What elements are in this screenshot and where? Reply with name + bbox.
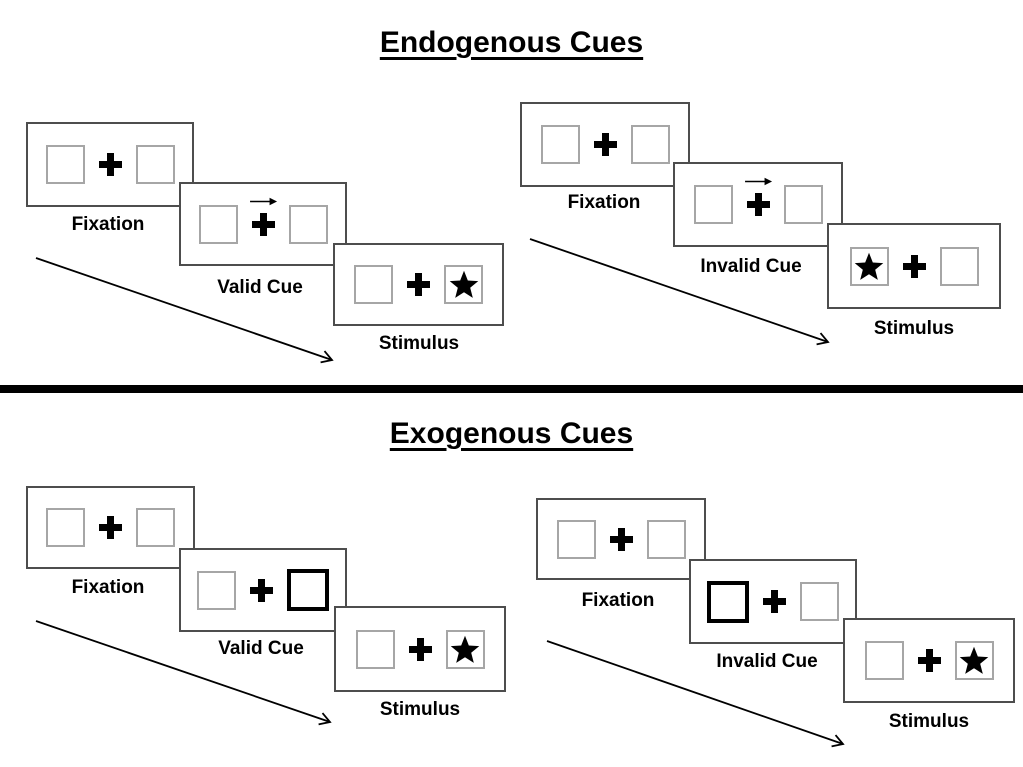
panel-fixation — [520, 102, 690, 187]
placeholder-square-right — [646, 519, 686, 559]
fixation-cross-icon — [746, 193, 770, 216]
placeholder-square-right — [136, 508, 175, 547]
section-title-endogenous: Endogenous Cues — [379, 26, 644, 59]
fixation-cross-icon — [407, 273, 430, 296]
placeholder-square-left — [46, 508, 85, 547]
timeline-arrow — [35, 257, 334, 364]
fixation-cross-icon — [408, 637, 432, 661]
panel-fixation — [26, 486, 195, 569]
panel-label: Stimulus — [379, 699, 461, 720]
placeholder-square-right — [783, 185, 823, 224]
fixation-cross-icon — [98, 153, 122, 176]
target-square-right — [954, 641, 994, 680]
panel-label: Invalid Cue — [716, 651, 818, 672]
panel-invalid-cue — [673, 162, 843, 247]
fixation-cross-icon — [917, 649, 941, 672]
panel-label: Fixation — [71, 577, 145, 598]
target-square-right — [444, 265, 483, 304]
fixation-cross-icon — [99, 516, 122, 539]
fixation-cross-icon — [251, 212, 275, 236]
cue-arrow-icon — [250, 197, 278, 205]
panel-label: Invalid Cue — [700, 256, 802, 277]
timeline-arrow — [546, 640, 845, 748]
placeholder-square-right — [135, 145, 175, 184]
panel-stimulus — [333, 243, 504, 326]
placeholder-square-right — [288, 204, 328, 244]
panel-label: Valid Cue — [217, 277, 303, 298]
placeholder-square-left — [864, 641, 904, 680]
star-icon — [959, 646, 989, 674]
placeholder-square-right — [630, 125, 670, 164]
placeholder-square-right — [800, 582, 839, 621]
panel-label: Stimulus — [888, 711, 970, 732]
panel-label: Stimulus — [378, 333, 460, 354]
panel-stimulus — [827, 223, 1001, 309]
placeholder-square-left — [198, 204, 238, 244]
panel-valid-cue — [179, 182, 347, 266]
placeholder-square-left — [45, 145, 85, 184]
placeholder-square-left — [693, 185, 733, 224]
fixation-cross-icon — [593, 133, 617, 156]
placeholder-square-left — [556, 519, 596, 559]
placeholder-square-left — [197, 570, 236, 610]
panel-label: Fixation — [567, 192, 641, 213]
star-icon — [449, 270, 478, 298]
panel-label: Valid Cue — [218, 638, 304, 659]
placeholder-square-left — [355, 629, 395, 669]
target-square-right — [445, 629, 485, 669]
timeline-arrow — [35, 620, 332, 726]
placeholder-square-left — [540, 125, 580, 164]
placeholder-square-right — [939, 246, 979, 286]
fixation-cross-icon — [250, 578, 273, 602]
panel-invalid-cue — [689, 559, 857, 644]
panel-fixation — [26, 122, 194, 207]
section-divider — [0, 385, 1023, 393]
panel-label: Fixation — [71, 214, 145, 235]
panel-stimulus — [334, 606, 506, 692]
panel-stimulus — [843, 618, 1015, 703]
fixation-cross-icon — [609, 527, 633, 551]
target-square-left — [849, 246, 889, 286]
cue-arrow-icon — [745, 177, 773, 186]
panel-label: Fixation — [581, 590, 655, 611]
cue-bold-square-left — [707, 580, 749, 623]
star-icon — [450, 635, 480, 663]
cue-bold-square-right — [287, 569, 329, 611]
panel-fixation — [536, 498, 706, 580]
placeholder-square-left — [354, 265, 393, 304]
timeline-arrow — [529, 238, 830, 346]
fixation-cross-icon — [902, 254, 926, 278]
star-icon — [854, 252, 884, 280]
panel-label: Stimulus — [873, 318, 955, 339]
panel-valid-cue — [179, 548, 347, 632]
section-title-exogenous: Exogenous Cues — [389, 417, 634, 450]
fixation-cross-icon — [763, 590, 786, 613]
